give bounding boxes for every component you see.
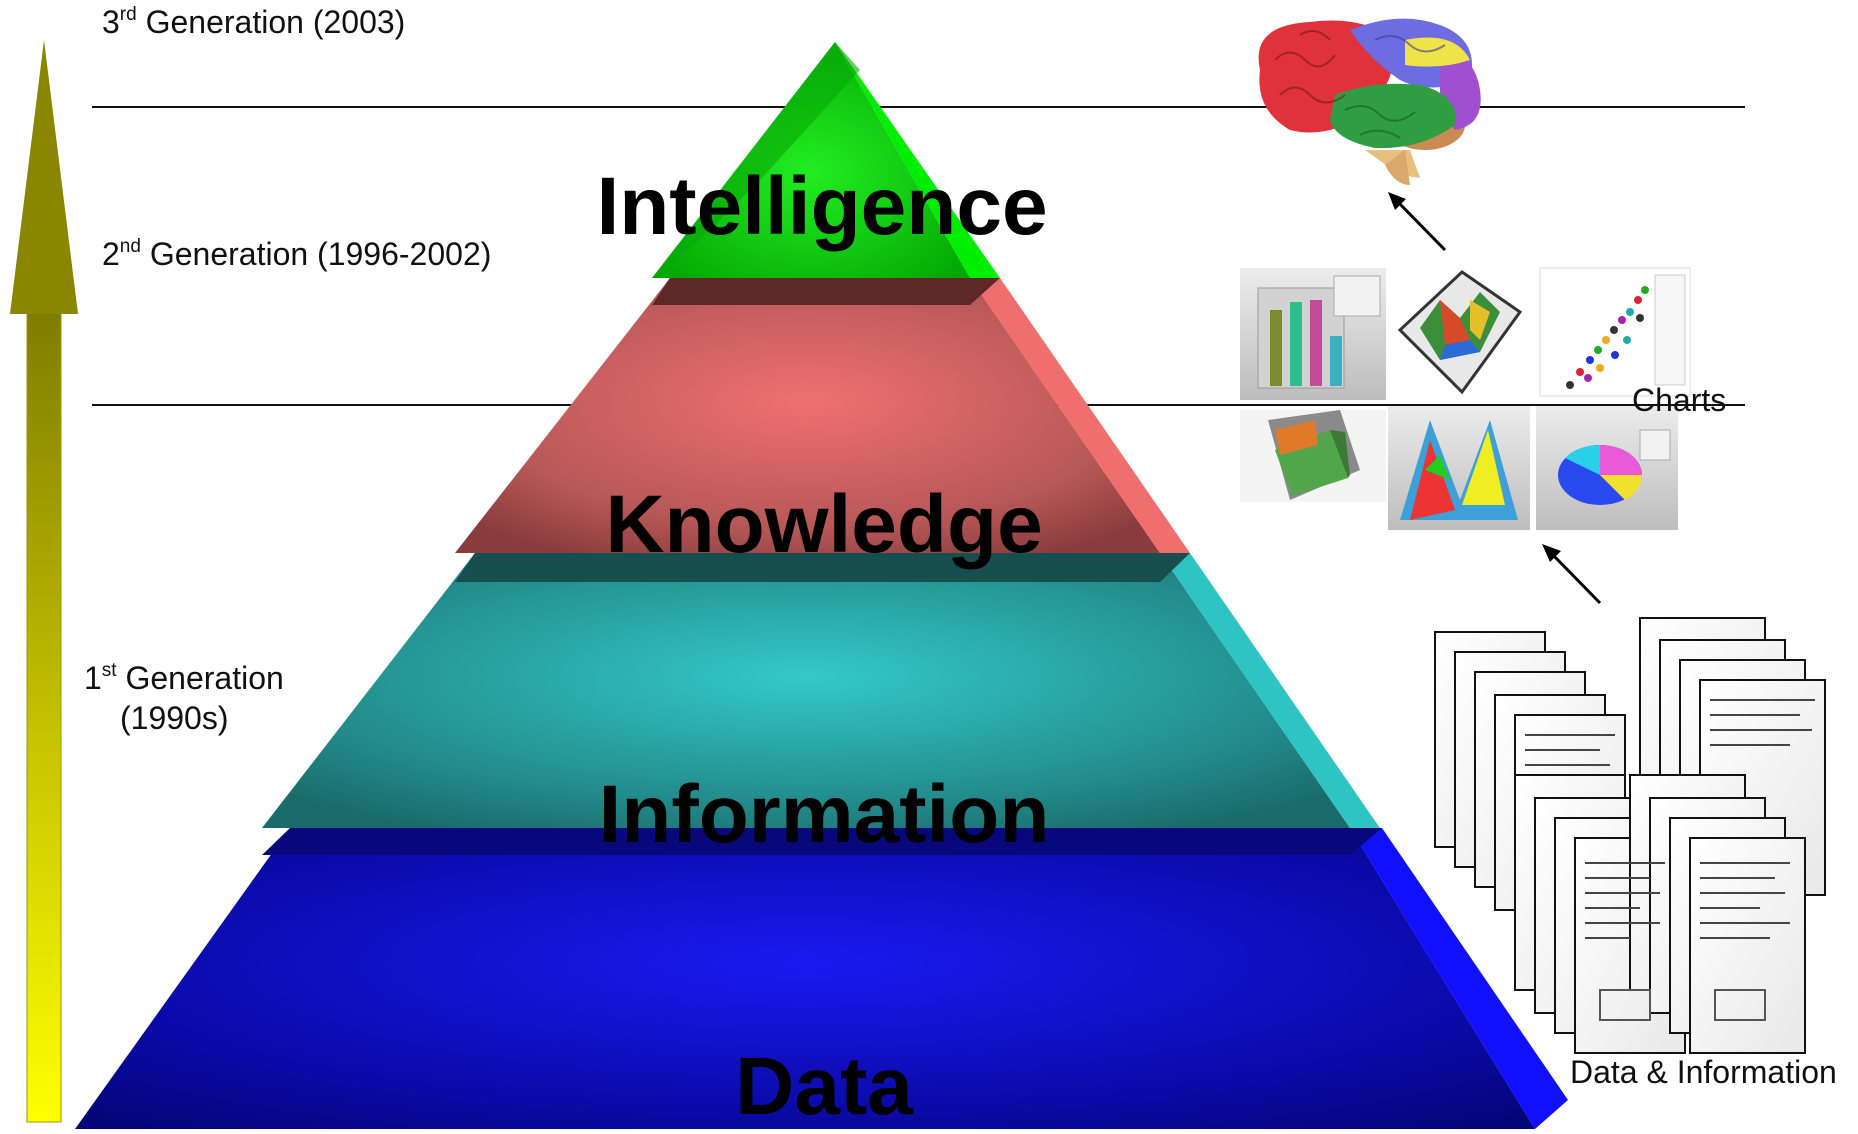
ribbon-chart-icon [1388, 406, 1530, 530]
generation-suffix: st [101, 660, 117, 681]
tier-label-information: Information [598, 769, 1050, 860]
arrow-charts-to-brain [1388, 192, 1447, 252]
tier-label-data: Data [735, 1041, 913, 1132]
pie-chart-icon [1536, 406, 1678, 530]
documents-label: Data & Information [1570, 1054, 1837, 1090]
charts-label: Charts [1632, 382, 1727, 418]
brain-icon [1258, 18, 1481, 185]
generation-label-first: 1st Generation [84, 658, 284, 698]
arrow-docs-to-charts [1542, 544, 1602, 605]
3d-surface-chart-icon [1397, 270, 1523, 395]
pyramid [75, 42, 1568, 1129]
generation-text: Generation [116, 660, 284, 696]
generation-suffix: nd [119, 236, 141, 257]
tier-label-knowledge: Knowledge [605, 479, 1043, 570]
3d-area-chart-icon [1240, 410, 1386, 502]
tier-knowledge [455, 278, 1190, 553]
scatter-chart-icon [1539, 267, 1691, 397]
generation-ordinal: 1 [84, 660, 102, 696]
generation-text: Generation (2003) [136, 4, 406, 40]
bar-chart-icon [1240, 268, 1386, 400]
tier-intelligence [652, 42, 1000, 278]
generation-arrow [10, 40, 78, 1123]
tier-information [262, 553, 1380, 828]
tier-label-intelligence: Intelligence [596, 161, 1048, 252]
generation-ordinal: 2 [102, 236, 120, 272]
generation-label-second: 2nd Generation (1996-2002) [102, 234, 491, 274]
generation-label-third: 3rd Generation (2003) [102, 2, 405, 42]
generation-ordinal: 3 [102, 4, 120, 40]
charts-collage [1240, 267, 1691, 530]
tier-data [75, 828, 1568, 1129]
generation-suffix: rd [119, 4, 137, 25]
generation-label-first-years: (1990s) [120, 698, 229, 738]
generation-years: (1990s) [120, 700, 229, 736]
document-stack-icon [1434, 617, 1826, 1054]
generation-text: Generation (1996-2002) [140, 236, 492, 272]
